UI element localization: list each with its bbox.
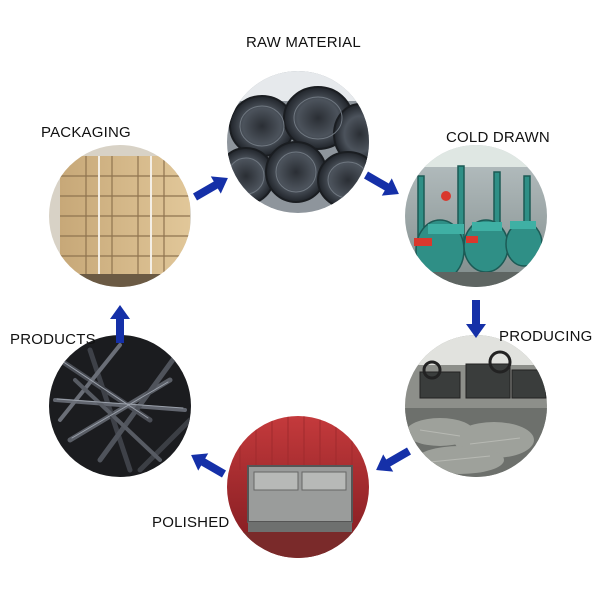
- cold-drawn-label: COLD DRAWN: [446, 129, 550, 146]
- polished-label: POLISHED: [152, 514, 230, 531]
- packaging-label: PACKAGING: [41, 124, 131, 141]
- producing-image: [405, 335, 547, 477]
- arrow-icon: [466, 300, 486, 338]
- arrow-icon: [110, 305, 130, 343]
- products-label: PRODUCTS: [10, 331, 96, 348]
- products-image: [49, 335, 191, 477]
- arrow-icon: [193, 176, 228, 201]
- arrow-icon: [191, 453, 226, 478]
- packaging-image: [49, 145, 191, 287]
- arrow-icon: [364, 171, 399, 196]
- cold-drawn-image: [405, 145, 547, 287]
- raw-material-label: RAW MATERIAL: [246, 34, 361, 51]
- polished-image: [227, 416, 369, 558]
- arrow-icon: [376, 447, 411, 472]
- producing-label: PRODUCING: [499, 328, 593, 345]
- raw-material-image: [227, 71, 369, 213]
